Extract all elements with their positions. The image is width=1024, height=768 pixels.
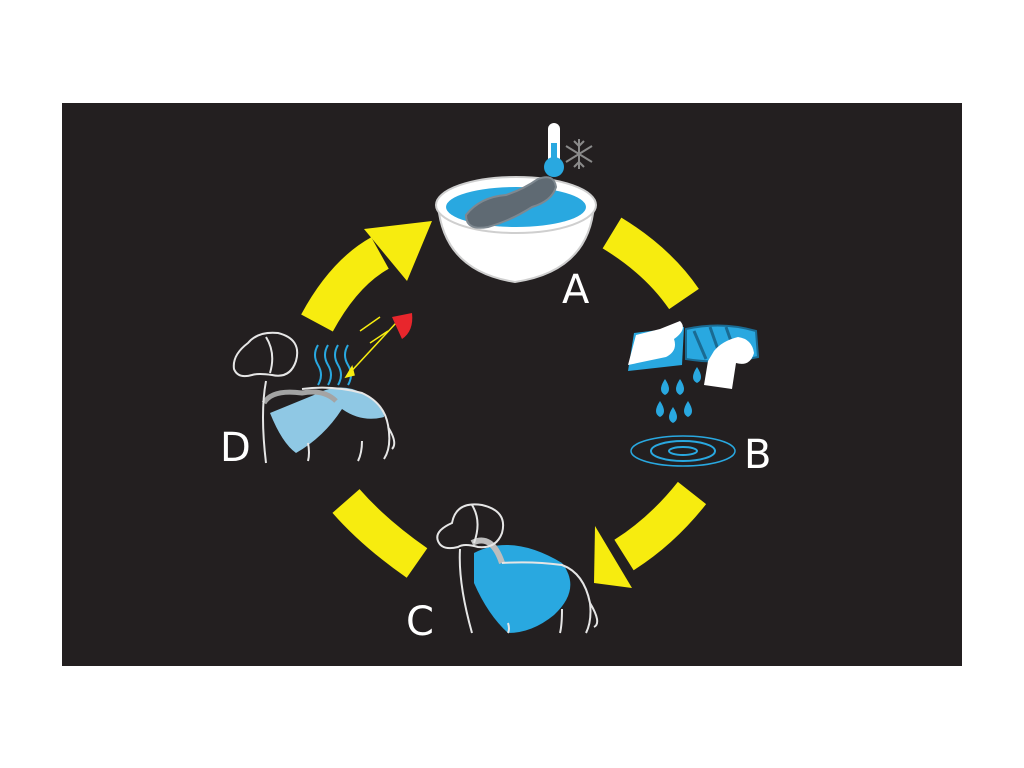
sun-rays-icon [344,316,397,379]
step-label-d: D [220,425,251,471]
dog-with-wet-vest-icon [436,503,599,634]
step-label-b: B [744,432,771,478]
step-label-a: A [562,267,590,313]
vapor-wave-icon [314,344,352,386]
arrow-d-to-a [301,221,432,332]
water-droplets-icon [656,367,701,423]
wringing-hands-icon [628,321,760,389]
water-bowl-icon [435,176,597,284]
cooling-cycle-diagram: A B C [62,103,962,666]
arrow-a-to-b [602,217,699,310]
thermometer-icon [544,123,564,177]
arrow-c-to-d [332,489,428,578]
dog-with-evaporating-vest-icon [232,331,396,464]
sun-icon [392,313,413,339]
step-label-c: C [406,599,434,645]
snowflake-icon [565,139,593,169]
water-ripples-icon [630,435,736,467]
arrow-b-to-c [594,481,707,588]
